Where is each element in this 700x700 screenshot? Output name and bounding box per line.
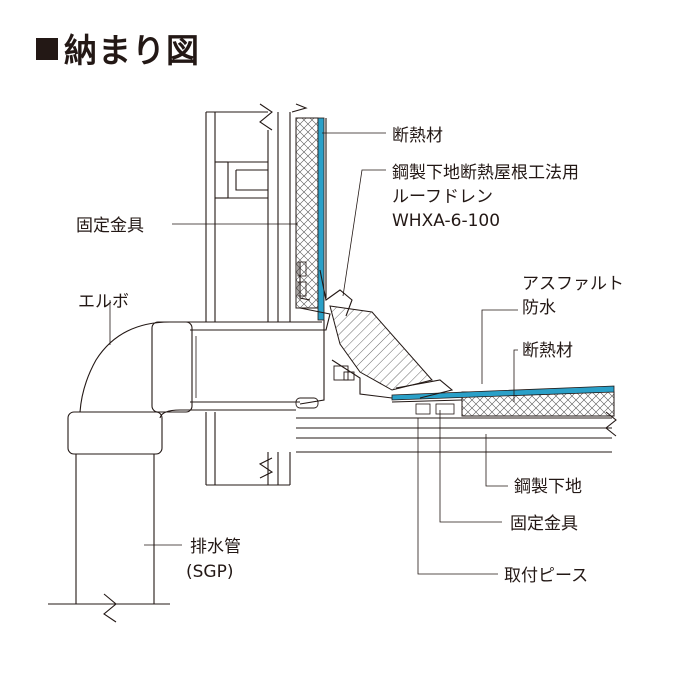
wall-structure [205, 103, 291, 486]
wall-insulation [291, 103, 327, 321]
label-drain-line2: ルーフドレン [392, 187, 493, 207]
title-square-icon [36, 38, 58, 60]
label-pipe-line2: (SGP) [186, 562, 233, 582]
label-insulation-top: 断熱材 [392, 126, 443, 146]
label-asphalt-line1: アスファルト [522, 274, 624, 294]
elbow-pipe [48, 321, 193, 623]
label-fixing-left: 固定金具 [76, 216, 144, 236]
horizontal-pipe [190, 321, 322, 411]
label-steel-base: 鋼製下地 [514, 477, 582, 497]
label-fixing-bottom: 固定金具 [510, 514, 578, 534]
label-asphalt-line2: 防水 [522, 298, 556, 318]
roof-deck [296, 385, 617, 453]
leader-lines [109, 132, 518, 575]
roof-drain-body [295, 261, 455, 415]
label-elbow: エルボ [78, 292, 129, 312]
label-pipe-line1: 排水管 [190, 537, 241, 557]
label-insulation-right: 断熱材 [522, 341, 573, 361]
label-drain-line1: 鋼製下地断熱屋根工法用 [392, 163, 579, 183]
label-drain-line3: WHXA-6-100 [392, 211, 500, 231]
title-text: 納まり図 [64, 31, 200, 70]
page-title: 納まり図 [36, 34, 200, 67]
label-mount-piece: 取付ピース [504, 566, 588, 586]
